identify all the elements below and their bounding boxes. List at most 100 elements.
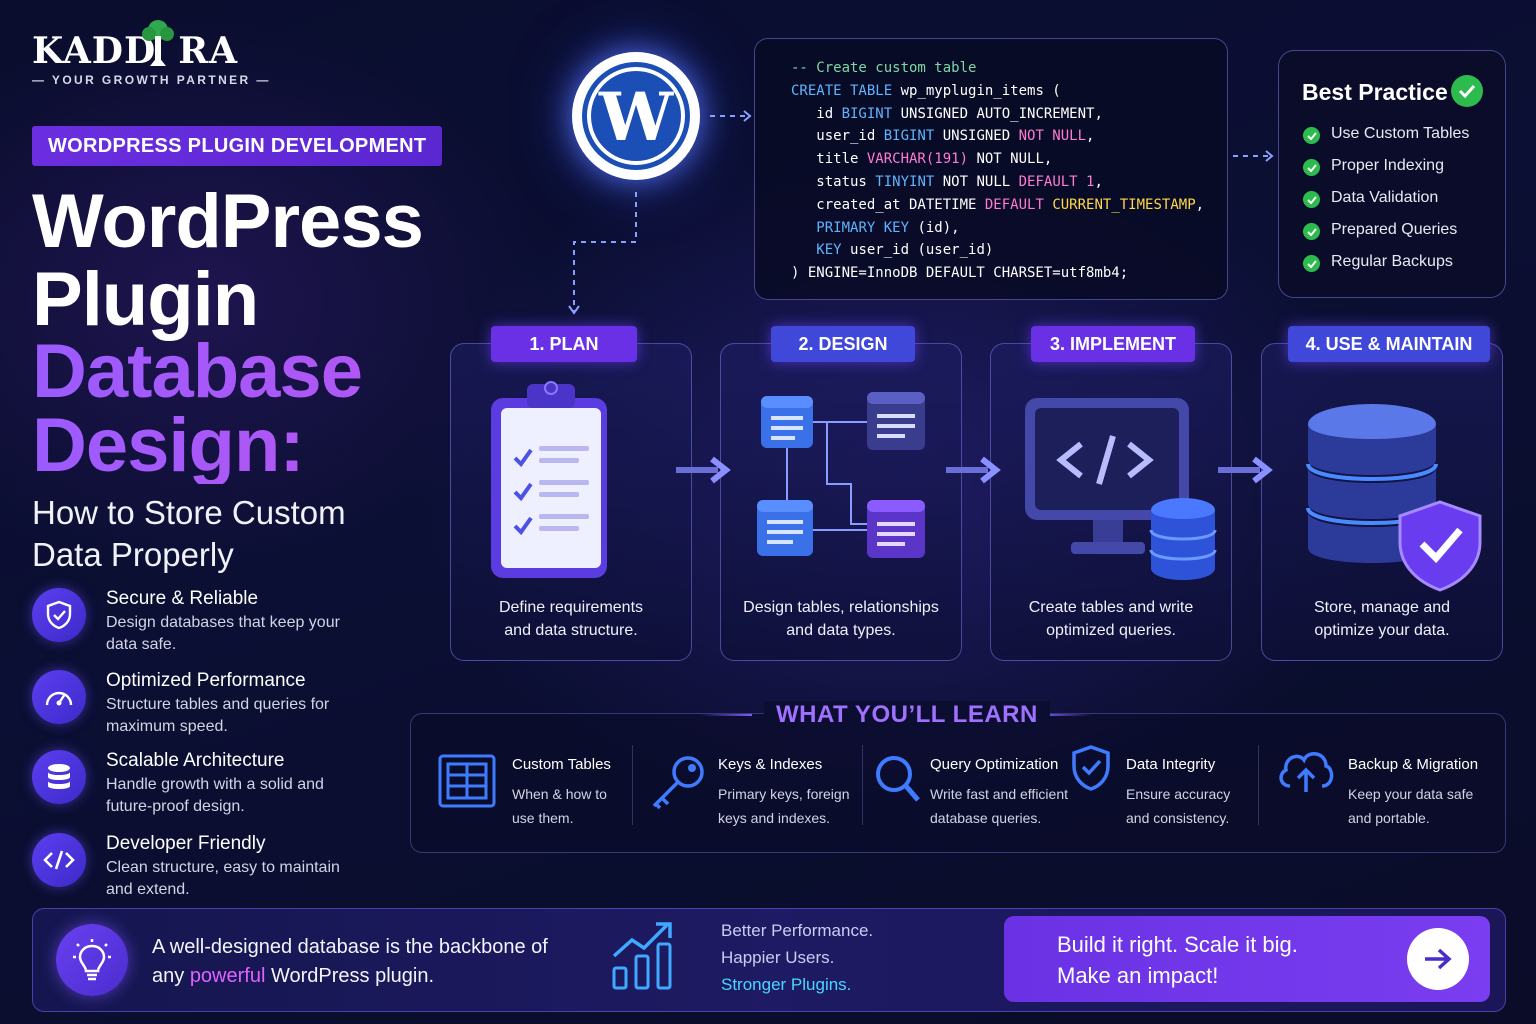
wordpress-logo-icon: W — [572, 52, 700, 180]
heading-line-right — [1040, 714, 1092, 716]
step-badge: 1. PLAN — [491, 326, 637, 362]
learn-panel — [410, 713, 1506, 853]
code-line: title VARCHAR(191) NOT NULL, — [791, 151, 1053, 168]
step-card-design: 2. DESIGN Design tables, relationships a… — [720, 326, 962, 661]
best-practice-panel: Best Practice Use Custom Tables Proper I… — [1278, 50, 1506, 298]
check-icon — [1303, 191, 1320, 208]
tree-icon — [142, 20, 174, 66]
cta-line: Build it right. Scale it big. — [1057, 932, 1298, 957]
step-desc: Create tables and write optimized querie… — [991, 596, 1231, 642]
step-card-implement: 3. IMPLEMENT Create tables and write opt… — [990, 326, 1232, 661]
code-line: -- Create custom table — [791, 60, 977, 76]
step-desc-text: Design tables, relationships and data ty… — [743, 599, 939, 639]
check-icon — [1303, 127, 1320, 144]
learn-item-desc: Primary keys, foreign keys and indexes. — [718, 786, 850, 826]
feature-secure: Secure & Reliable Design databases that … — [32, 588, 372, 658]
best-practice-label: Data Validation — [1331, 189, 1439, 206]
code-line: KEY user_id (user_id) — [816, 242, 994, 259]
banner-text-part: A well-designed database is the backbone… — [152, 936, 548, 987]
feature-desc: Structure tables and queries for maximum… — [106, 696, 330, 735]
step-desc: Define requirements and data structure. — [451, 596, 691, 642]
database-icon — [32, 750, 86, 804]
feature-title: Secure & Reliable — [106, 588, 259, 609]
magnifier-icon — [876, 756, 920, 802]
learn-item-query: Query Optimization Write fast and effici… — [874, 748, 1070, 838]
dashed-connectors — [568, 110, 1274, 315]
check-icon — [1303, 255, 1320, 272]
learn-item-desc: When & how to use them. — [512, 786, 607, 826]
code-line: status TINYINT NOT NULL DEFAULT 1, — [791, 173, 1103, 190]
code-line: user_id BIGINT UNSIGNED NOT NULL, — [791, 128, 1095, 145]
best-practice-label: Prepared Queries — [1331, 221, 1458, 238]
feature-title: Developer Friendly — [106, 833, 266, 854]
banner-text-part: WordPress plugin. — [265, 965, 435, 987]
cta-panel[interactable]: Build it right. Scale it big. Make an im… — [1004, 916, 1490, 1002]
category-badge: WORDPRESS PLUGIN DEVELOPMENT — [32, 126, 443, 166]
best-practice-label: Proper Indexing — [1331, 157, 1444, 174]
step-desc-text: Create tables and write optimized querie… — [1028, 599, 1194, 639]
benefit-line: Better Performance. — [721, 921, 874, 940]
arrow-right-icon — [1425, 948, 1452, 970]
step-badge: 4. USE & MAINTAIN — [1288, 326, 1490, 362]
shield-icon — [1072, 745, 1110, 791]
growth-chart-icon — [612, 922, 672, 990]
cta-arrow-button[interactable] — [1407, 928, 1469, 990]
code-line: id BIGINT UNSIGNED AUTO_INCREMENT, — [791, 105, 1103, 122]
step-desc: Store, manage and optimize your data. — [1262, 596, 1502, 642]
arrow-right-icon — [946, 456, 1001, 484]
feature-performance: Optimized Performance Structure tables a… — [32, 670, 372, 740]
shield-check-icon — [32, 588, 86, 642]
step-card-maintain: 4. USE & MAINTAIN Store, manage and opti… — [1261, 326, 1503, 661]
code-fragment: wp_myplugin_items ( — [892, 82, 1061, 99]
page-subtitle: How to Store Custom Data Properly — [32, 494, 346, 573]
title-line-2: Plugin — [32, 257, 259, 342]
check-circle-icon — [1451, 75, 1483, 107]
banner-highlight: powerful — [189, 965, 266, 987]
benefit-line: Stronger Plugins. — [721, 975, 852, 994]
step-desc-text: Store, manage and optimize your data. — [1313, 599, 1451, 639]
feature-desc: Design databases that keep your data saf… — [106, 614, 340, 653]
learn-item-desc: Keep your data safe and portable. — [1348, 786, 1474, 826]
database-shield-icon — [1306, 404, 1482, 592]
svg-text:W: W — [598, 78, 674, 156]
best-practice-item: Data Validation — [1303, 189, 1503, 211]
learn-item-desc: Ensure accuracy and consistency. — [1126, 786, 1231, 826]
best-practice-item: Proper Indexing — [1303, 157, 1503, 179]
code-icon — [32, 833, 86, 887]
code-line: CREATE TABLE wp_myplugin_items ( — [791, 82, 1061, 99]
feature-title: Scalable Architecture — [106, 750, 285, 771]
divider — [1258, 745, 1259, 825]
speedometer-icon — [32, 670, 86, 724]
learn-item-title: Data Integrity — [1126, 756, 1216, 773]
check-icon — [1303, 223, 1320, 240]
benefit-line: Happier Users. — [721, 948, 835, 967]
heading-line-left — [700, 714, 752, 716]
arrow-right-icon — [1218, 456, 1273, 484]
cta-line: Make an impact! — [1057, 963, 1219, 988]
best-practice-label: Regular Backups — [1331, 253, 1453, 270]
step-desc-text: Define requirements and data structure. — [498, 599, 644, 639]
best-practice-item: Prepared Queries — [1303, 221, 1503, 243]
step-badge: 2. DESIGN — [771, 326, 915, 362]
title-line-1: WordPress — [32, 179, 424, 264]
learn-item-title: Custom Tables — [512, 756, 611, 773]
best-practice-item: Use Custom Tables — [1303, 125, 1503, 147]
code-line: ) ENGINE=InnoDB DEFAULT CHARSET=utf8mb4; — [791, 265, 1129, 282]
cta-text: Build it right. Scale it big. Make an im… — [1057, 929, 1298, 991]
code-line: created_at DATETIME DEFAULT CURRENT_TIME… — [791, 196, 1205, 213]
feature-developer: Developer Friendly Clean structure, easy… — [32, 833, 372, 903]
clipboard-checklist-icon — [491, 381, 607, 578]
divider — [862, 745, 863, 825]
title-line-4: Design: — [32, 403, 305, 488]
brand-tagline: — YOUR GROWTH PARTNER — — [32, 73, 271, 87]
learn-item-keys: Keys & Indexes Primary keys, foreign key… — [648, 748, 858, 838]
logo-text-right: RA — [178, 30, 239, 72]
key-icon — [652, 756, 704, 810]
monitor-code-icon — [1025, 398, 1217, 580]
lightbulb-icon — [56, 924, 128, 996]
feature-title: Optimized Performance — [106, 670, 306, 691]
learn-item-title: Keys & Indexes — [718, 756, 823, 773]
step-card-plan: 1. PLAN Define requirements and data str… — [450, 326, 692, 661]
learn-item-backup: Backup & Migration Keep your data safe a… — [1276, 748, 1496, 838]
